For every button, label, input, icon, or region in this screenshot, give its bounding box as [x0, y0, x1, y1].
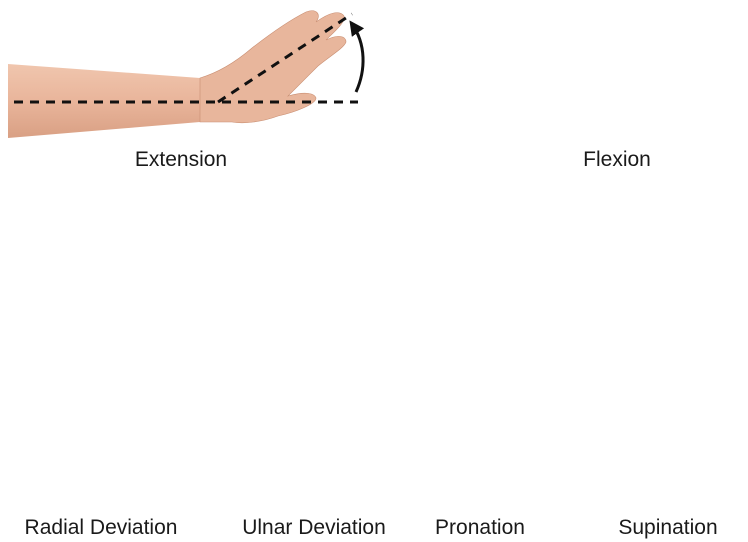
caption-supination: Supination — [618, 516, 717, 540]
caption-pronation: Pronation — [435, 516, 525, 540]
caption-radial-deviation: Radial Deviation — [25, 516, 178, 540]
caption-ulnar-deviation: Ulnar Deviation — [242, 516, 386, 540]
caption-flexion: Flexion — [583, 148, 651, 172]
extension-arc-arrow — [352, 24, 363, 92]
caption-extension: Extension — [135, 148, 227, 172]
extension-panel — [8, 11, 363, 138]
